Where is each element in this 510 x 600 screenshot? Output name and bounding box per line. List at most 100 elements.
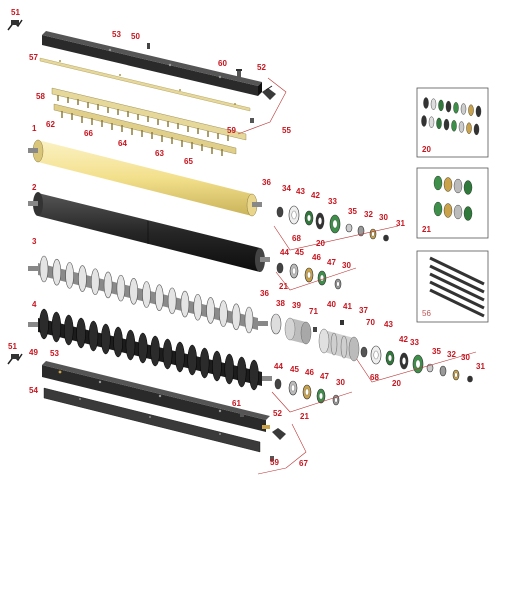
inset-box-20: 20 — [416, 87, 489, 158]
screw-59 — [250, 118, 254, 123]
callout-number: 43 — [384, 320, 393, 329]
bracket-line-21-lower — [271, 391, 353, 413]
callout-number: 47 — [327, 258, 336, 267]
callout-number: 57 — [29, 53, 38, 62]
callout-number: 49 — [29, 348, 38, 357]
comb-blades-set — [429, 256, 485, 318]
roller-disc — [187, 344, 197, 376]
callout-number: 58 — [36, 92, 45, 101]
callout-number: 34 — [282, 184, 291, 193]
callout-number: 38 — [276, 299, 285, 308]
inset-part — [428, 116, 435, 128]
bearing-part — [360, 346, 368, 358]
roller-disc — [63, 314, 74, 346]
roller-disc — [142, 281, 151, 308]
bearing-part — [467, 375, 473, 383]
bearing-part — [439, 365, 447, 377]
callout-number: 36 — [260, 289, 269, 298]
bearing-bore — [320, 274, 325, 282]
bearing-bore — [415, 359, 421, 369]
bearing-bore — [307, 214, 312, 222]
roller-disc — [231, 303, 241, 331]
callout-number: 46 — [305, 368, 314, 377]
callout-number: 64 — [118, 139, 127, 148]
callout-number: 70 — [366, 318, 375, 327]
callout-number: 55 — [282, 126, 291, 135]
callout-number: 59 — [227, 126, 236, 135]
screw-61 — [240, 411, 244, 417]
callout-number: 30 — [342, 261, 351, 270]
bracket-line-21-upper — [275, 267, 357, 291]
callout-number: 35 — [432, 347, 441, 356]
inset-part — [468, 104, 474, 116]
inset-part — [443, 118, 450, 131]
callout-number: 36 — [262, 178, 271, 187]
roller-disc — [212, 350, 222, 382]
bearing-bore — [371, 231, 375, 237]
roller-disc — [103, 271, 113, 299]
roller-disc — [162, 338, 173, 370]
roller-disc — [236, 356, 247, 388]
inset-part — [466, 122, 472, 134]
roller-disc — [199, 347, 210, 379]
bolt-50 — [147, 43, 150, 49]
callout-number: 42 — [311, 191, 320, 200]
bearing-bore — [291, 384, 296, 392]
callout-number: 53 — [112, 30, 121, 39]
roller-black — [28, 192, 270, 272]
inset-part — [430, 98, 437, 110]
inset-part — [475, 105, 482, 118]
inset-part — [463, 206, 473, 221]
inset-part — [453, 102, 459, 114]
roller-disc — [65, 262, 74, 289]
inset-label-21: 21 — [422, 225, 431, 234]
top-frame — [42, 31, 262, 96]
bearing-part — [383, 234, 389, 242]
bottom-frame — [42, 361, 270, 432]
callout-number: 37 — [359, 306, 368, 315]
bearing-stack-21-upper — [276, 262, 342, 290]
callout-number: 51 — [8, 342, 17, 351]
inset-part — [433, 201, 443, 217]
callout-number: 32 — [364, 210, 373, 219]
roller-disc — [249, 359, 259, 391]
comb-blade-lower — [53, 103, 237, 156]
callout-number: 68 — [370, 373, 379, 382]
spool-40 — [318, 328, 360, 362]
callout-number: 53 — [50, 349, 59, 358]
callout-number: 61 — [232, 399, 241, 408]
bearing-bore — [318, 217, 323, 225]
roller-disc — [224, 353, 235, 385]
bearing-part — [357, 225, 365, 237]
callout-number: 46 — [312, 253, 321, 262]
roller-disc — [78, 265, 87, 292]
callout-number: 71 — [309, 307, 318, 316]
inset-part — [423, 97, 429, 109]
callout-number: 63 — [155, 149, 164, 158]
roller-disc — [90, 268, 100, 296]
callout-number: 3 — [32, 237, 37, 246]
inset-part — [436, 117, 442, 130]
roller-disc — [175, 341, 185, 373]
roller-yellow — [28, 139, 262, 217]
roller-disc — [116, 274, 126, 302]
inset-label-20: 20 — [422, 145, 431, 154]
inset-part — [451, 120, 457, 132]
bearing-bore — [454, 372, 458, 378]
callout-number: 31 — [396, 219, 405, 228]
bearing-stack-21-lower — [274, 378, 340, 406]
part-71 — [313, 327, 317, 332]
clamp-52-lower — [272, 428, 286, 440]
roller-disc — [138, 332, 148, 364]
inset-part — [463, 180, 473, 195]
inset-label-56: 56 — [422, 309, 431, 318]
callout-number: 20 — [392, 379, 401, 388]
inset-part — [433, 175, 443, 191]
bearing-part — [345, 223, 353, 233]
callout-number: 43 — [296, 187, 305, 196]
washer-38 — [270, 313, 282, 335]
roller-disc — [180, 290, 190, 318]
bracket-line-55 — [237, 77, 287, 135]
callout-number: 30 — [379, 213, 388, 222]
